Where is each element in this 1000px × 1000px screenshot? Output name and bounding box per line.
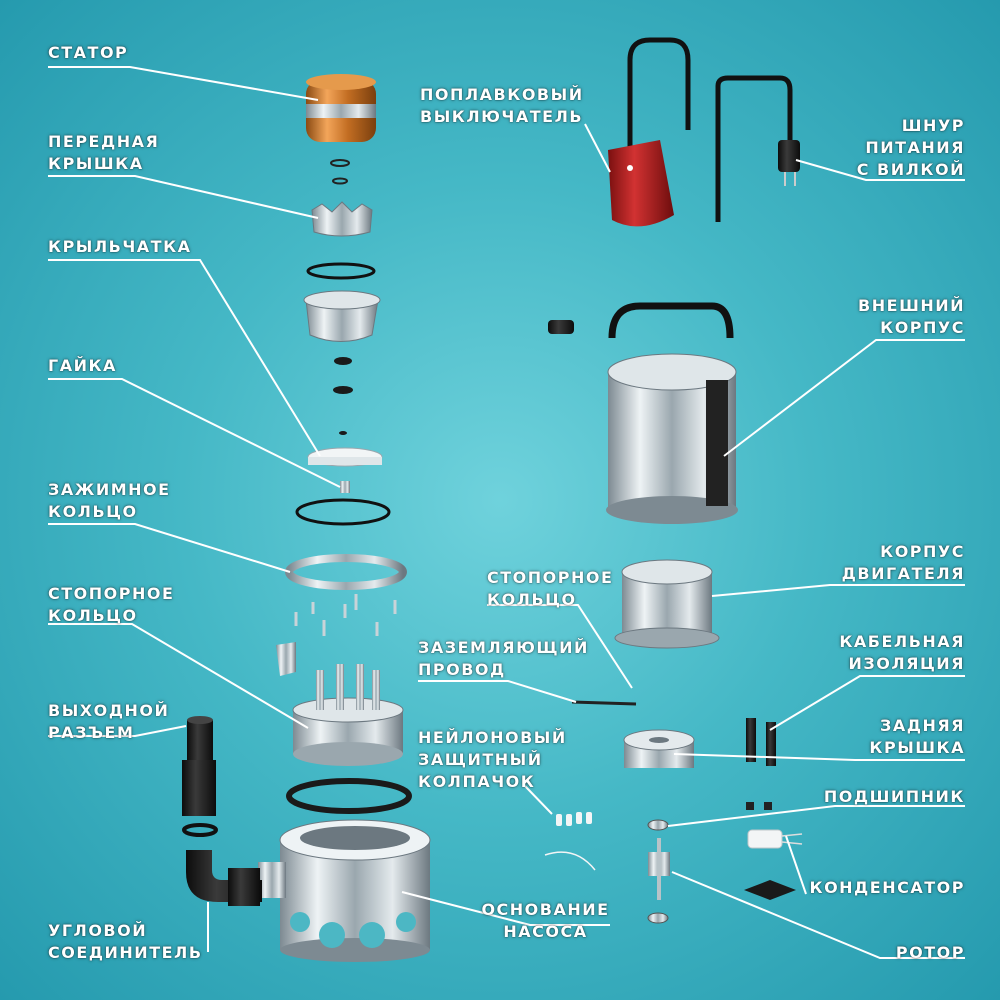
label-nylon-cap: НЕЙЛОНОВЫЙ ЗАЩИТНЫЙ КОЛПАЧОК [418,727,567,793]
label-line: КОЛПАЧОК [418,772,536,791]
label-cable-insulation: КАБЕЛЬНАЯ ИЗОЛЯЦИЯ [839,631,965,675]
label-line: ИЗОЛЯЦИЯ [848,654,965,673]
label-line: ПОПЛАВКОВЫЙ [420,85,584,104]
label-line: ВЫХОДНОЙ [48,701,170,720]
label-line: КОЛЬЦО [48,606,138,625]
label-stator: СТАТОР [48,43,129,62]
label-pump-base: ОСНОВАНИЕ НАСОСА [478,899,613,943]
label-motor-housing: КОРПУС ДВИГАТЕЛЯ [842,541,965,585]
label-line: С ВИЛКОЙ [856,160,965,179]
label-line: КОРПУС [880,542,965,561]
label-retaining-ring-mid: СТОПОРНОЕ КОЛЬЦО [487,567,613,611]
front-cover-part [311,201,373,237]
label-line: ЗАЗЕМЛЯЮЩИЙ [418,638,589,657]
label-clamp-ring: ЗАЖИМНОЕ КОЛЬЦО [48,479,171,523]
label-outlet: ВЫХОДНОЙ РАЗЪЕМ [48,700,169,744]
label-rear-cover: ЗАДНЯЯ КРЫШКА [869,715,965,759]
label-line: СТОПОРНОЕ [487,568,614,587]
label-retaining-ring-left: СТОПОРНОЕ КОЛЬЦО [48,583,174,627]
label-line: СОЕДИНИТЕЛЬ [48,943,203,962]
label-outer-housing: ВНЕШНИЙ КОРПУС [858,295,965,339]
label-line: КОРПУС [880,318,965,337]
outlet-connector-part [182,716,216,816]
label-float-switch: ПОПЛАВКОВЫЙ ВЫКЛЮЧАТЕЛЬ [420,84,584,128]
label-line: КОЛЬЦО [48,502,138,521]
capacitor-part [747,829,803,849]
label-line: ДВИГАТЕЛЯ [841,564,965,583]
label-line: ЗАДНЯЯ [879,716,965,735]
rear-cover-part [623,729,695,768]
elbow-connector-part [186,850,262,906]
float-switch-part [608,37,691,227]
label-line: ЗАЩИТНЫЙ [418,750,543,769]
pump-base-part [258,819,431,962]
label-line: СТОПОРНОЕ [48,584,175,603]
outer-housing-part [606,302,738,524]
label-line: КРЫШКА [869,738,965,757]
label-line: КРЫШКА [48,154,144,173]
label-impeller: КРЫЛЬЧАТКА [48,237,192,256]
label-capacitor: КОНДЕНСАТОР [809,878,965,897]
label-line: ЗАЖИМНОЕ [48,480,171,499]
label-nut: ГАЙКА [48,356,117,375]
label-line: ВЫКЛЮЧАТЕЛЬ [420,107,584,126]
label-front-cover: ПЕРЕДНАЯ КРЫШКА [48,131,159,175]
stator-part [306,74,376,142]
nylon-cap-part [556,812,592,826]
label-line: НАСОСА [503,922,588,941]
label-rotor: РОТОР [895,943,965,962]
impeller-part [303,290,381,342]
label-line: УГЛОВОЙ [48,921,148,940]
label-line: ОСНОВАНИЕ [481,900,610,919]
label-elbow: УГЛОВОЙ СОЕДИНИТЕЛЬ [48,920,203,964]
clamp-ring-part [285,554,407,590]
motor-housing-part [614,559,720,649]
rotor-part [648,838,670,900]
label-power-cord: ШНУР ПИТАНИЯ С ВИЛКОЙ [857,115,965,181]
label-line: ВНЕШНИЙ [858,296,965,315]
label-line: ПРОВОД [418,660,506,679]
label-bearing: ПОДШИПНИК [823,787,965,806]
label-line: РАЗЪЕМ [48,723,135,742]
bearing-part [647,802,772,924]
label-line: ПЕРЕДНАЯ [48,132,160,151]
nut-part [307,447,383,467]
label-line: КОЛЬЦО [487,590,577,609]
power-cord-part [715,75,800,222]
label-line: КАБЕЛЬНАЯ [839,632,965,651]
label-line: ШНУР [901,116,965,135]
label-line: ПИТАНИЯ [865,138,965,157]
leader-lines [48,66,965,959]
label-ground-wire: ЗАЗЕМЛЯЮЩИЙ ПРОВОД [418,637,589,681]
retaining-ring-part [292,664,404,766]
cable-insulation-part [746,718,776,766]
label-line: НЕЙЛОНОВЫЙ [418,728,567,747]
